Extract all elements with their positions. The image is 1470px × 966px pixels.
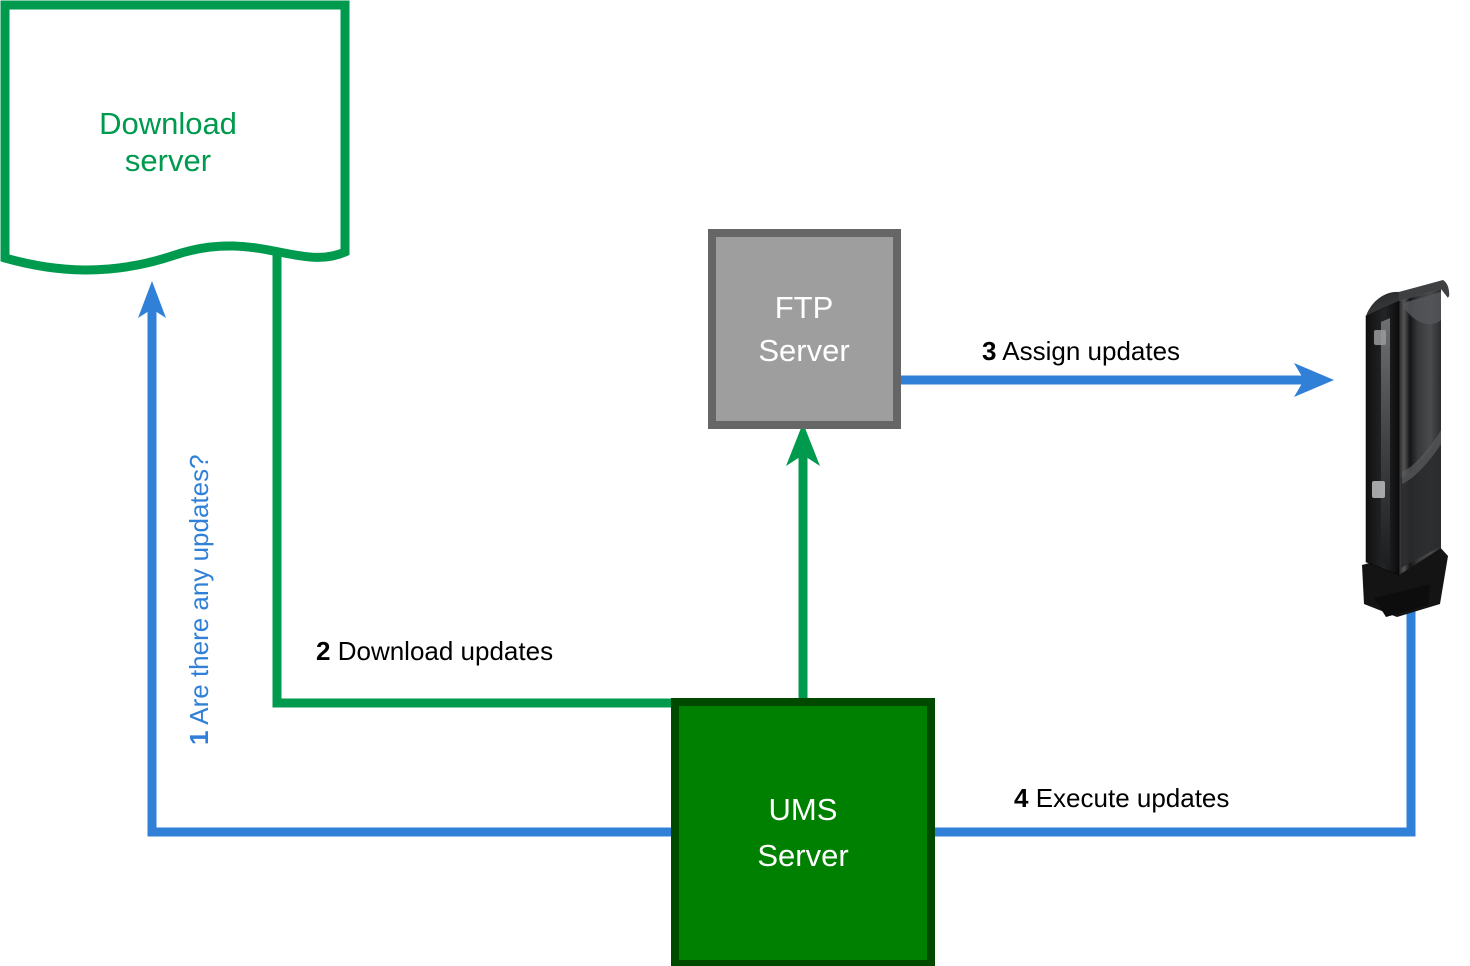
ftp-server-label-line2: Server [758, 333, 849, 368]
node-ftp-server[interactable]: FTP Server [708, 229, 901, 429]
node-ums-server[interactable]: UMS Server [671, 698, 935, 966]
svg-text:4 Execute updates: 4 Execute updates [1014, 783, 1229, 813]
download-server-label-line1: Download [99, 106, 237, 141]
svg-text:1 Are there any updates?: 1 Are there any updates? [184, 454, 214, 745]
ums-server-label-line1: UMS [769, 792, 838, 827]
edge-2-path [272, 252, 690, 708]
edge-3-label: 3 Assign updates [982, 336, 1180, 366]
ums-server-label-line2: Server [757, 838, 848, 873]
edge-2-text: Download updates [338, 636, 553, 666]
edge-2-label: 2 Download updates [316, 636, 553, 666]
node-download-server[interactable]: Download server [0, 0, 350, 275]
edge-3-number: 3 [982, 336, 996, 366]
edge-3-text: Assign updates [1002, 336, 1180, 366]
edge-1-label: 1 Are there any updates? [184, 454, 214, 745]
node-thin-client[interactable] [1362, 280, 1450, 617]
svg-text:3 Assign updates: 3 Assign updates [982, 336, 1180, 366]
edge-ums-to-ftp-path [786, 423, 820, 705]
download-server-label-line2: server [125, 143, 211, 178]
ftp-server-label-line1: FTP [775, 290, 834, 325]
edge-1-number: 1 [184, 731, 214, 745]
edge-4-number: 4 [1014, 783, 1029, 813]
edge-2-number: 2 [316, 636, 330, 666]
edge-3-path [897, 363, 1334, 397]
edge-4-text: Execute updates [1036, 783, 1230, 813]
edge-1-path [138, 281, 673, 837]
edge-4-label: 4 Execute updates [1014, 783, 1229, 813]
edge-1-text: Are there any updates? [184, 454, 214, 724]
svg-text:2 Download updates: 2 Download updates [316, 636, 553, 666]
